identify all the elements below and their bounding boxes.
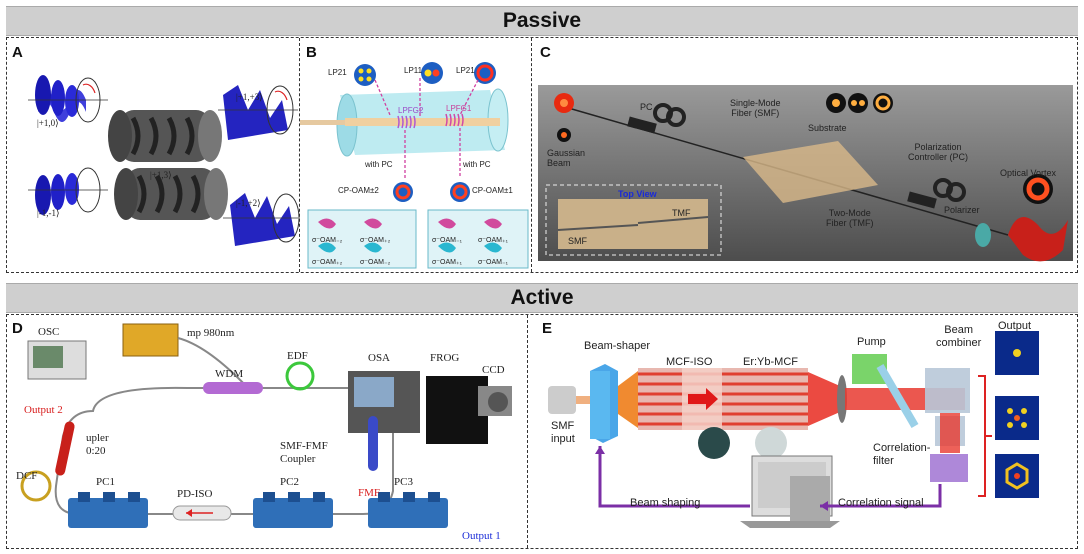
label-d-coupler: upler 0:20	[86, 432, 109, 457]
label-c-smf: Single-Mode Fiber (SMF)	[730, 98, 781, 118]
label-b-cp-oam-right: CP-OAM±1	[472, 186, 513, 195]
label-b-with-pc-left: with PC	[365, 160, 393, 169]
label-b-box-right-2: σ⁻OAM₊₁	[478, 237, 509, 244]
panel-letter-a: A	[12, 44, 23, 61]
label-b-box-left-3: σ⁻OAM₊₂	[312, 259, 343, 266]
panel-d-diagram	[20, 323, 512, 528]
label-b-lpfg1: LPFG1	[446, 104, 472, 113]
label-d-frog: FROG	[430, 352, 460, 364]
label-b-lpfg2: LPFG2	[398, 106, 424, 115]
label-d-pump: mp 980nm	[187, 327, 235, 339]
label-e-beam-shaping: Beam shaping	[630, 497, 701, 509]
label-e-pump: Pump	[857, 336, 886, 348]
helix-top-right	[223, 85, 288, 140]
label-e-smf-input: SMF input	[551, 420, 575, 445]
label-c-tv-tmf: TMF	[672, 208, 691, 218]
label-c-gaussian: Gaussian Beam	[547, 148, 586, 168]
label-d-osa: OSA	[368, 352, 391, 364]
label-c-pol-ctrl: Polarization Controller (PC)	[908, 142, 969, 162]
label-d-edf: EDF	[287, 350, 308, 362]
label-e-corr-filter: Correlation- filter	[873, 442, 931, 467]
label-d-pdiso: PD-ISO	[177, 488, 213, 500]
label-b-lp21-left: LP21	[328, 68, 347, 77]
helix-bottom-right	[230, 193, 295, 246]
panel-b-diagram	[300, 62, 529, 269]
panel-e-diagram	[548, 331, 1039, 528]
label-c-tmf-long: Two-Mode Fiber (TMF)	[826, 208, 874, 228]
label-c-pc: PC	[640, 102, 653, 112]
label-b-lp21-right: LP21	[456, 66, 475, 75]
panel-letter-d: D	[12, 320, 23, 337]
label-a-ket-3: |+1,3⟩	[150, 170, 172, 180]
label-d-ccd: CCD	[482, 364, 505, 376]
label-d-pc3: PC3	[394, 476, 413, 488]
panel-letter-e: E	[542, 320, 553, 337]
label-d-fmf: FMF	[358, 487, 381, 499]
label-c-top-view: Top View	[618, 189, 657, 199]
label-e-mcf-iso: MCF-ISO	[666, 356, 713, 368]
label-d-osc: OSC	[38, 326, 60, 338]
label-a-ket-1: |+1,0⟩	[37, 118, 59, 128]
label-d-wdm: WDM	[215, 368, 244, 380]
label-d-output2: Output 2	[24, 404, 63, 416]
label-e-output: Output	[998, 320, 1032, 332]
divider-bc	[531, 38, 532, 272]
divider-de	[527, 315, 528, 548]
label-b-box-left-4: σ⁻OAM₋₂	[360, 259, 391, 266]
label-a-ket-4: |-1,-1⟩	[37, 208, 60, 218]
label-b-box-right-3: σ⁻OAM₊₁	[432, 259, 463, 266]
label-c-substrate: Substrate	[808, 123, 847, 133]
cylinder-bottom	[114, 168, 228, 220]
panel-letter-b: B	[306, 44, 317, 61]
label-d-pc1: PC1	[96, 476, 115, 488]
pc-devices	[68, 498, 448, 528]
section-bar-active: Active	[6, 283, 1078, 313]
label-d-dcf: DCF	[16, 470, 38, 482]
label-b-with-pc-right: with PC	[463, 160, 491, 169]
panel-a-diagram	[28, 75, 300, 246]
label-b-box-left-2: σ⁻OAM₊₂	[360, 237, 391, 244]
label-c-optical-vortex: Optical Vortex	[1000, 168, 1057, 178]
label-e-beam-combiner: Beam combiner	[936, 324, 982, 349]
label-d-smf-fmf: SMF-FMF Coupler	[280, 440, 328, 465]
label-b-cp-oam-left: CP-OAM±2	[338, 186, 379, 195]
label-d-output1: Output 1	[462, 530, 501, 542]
divider-ab	[299, 38, 300, 272]
helix-top-left	[35, 75, 86, 122]
label-e-erybmcf: Er:Yb-MCF	[743, 356, 798, 368]
label-a-ket-5: |-1,+2⟩	[236, 198, 261, 208]
section-title-passive: Passive	[502, 9, 582, 32]
panel-letter-c: C	[540, 44, 551, 61]
helix-bottom-left	[35, 173, 79, 215]
label-e-corr-signal: Correlation signal	[838, 497, 924, 509]
passive-frame	[6, 37, 1078, 273]
label-a-ket-2: |+1,+3⟩	[236, 92, 263, 102]
label-b-box-right-4: σ⁻OAM₋₁	[478, 259, 509, 266]
label-b-box-right-1: σ⁻OAM₋₁	[432, 237, 463, 244]
label-b-box-left-1: σ⁻OAM₋₂	[312, 237, 343, 244]
section-title-active: Active	[510, 286, 574, 309]
label-c-polarizer: Polarizer	[944, 205, 980, 215]
label-c-tv-smf: SMF	[568, 236, 587, 246]
section-bar-passive: Passive	[6, 6, 1078, 36]
label-d-pc2: PC2	[280, 476, 299, 488]
panel-c-diagram	[538, 85, 1073, 262]
label-b-lp11: LP11	[404, 66, 423, 75]
active-frame	[6, 314, 1078, 549]
cylinder-top	[108, 110, 222, 162]
label-e-beam-shaper: Beam-shaper	[584, 340, 651, 352]
